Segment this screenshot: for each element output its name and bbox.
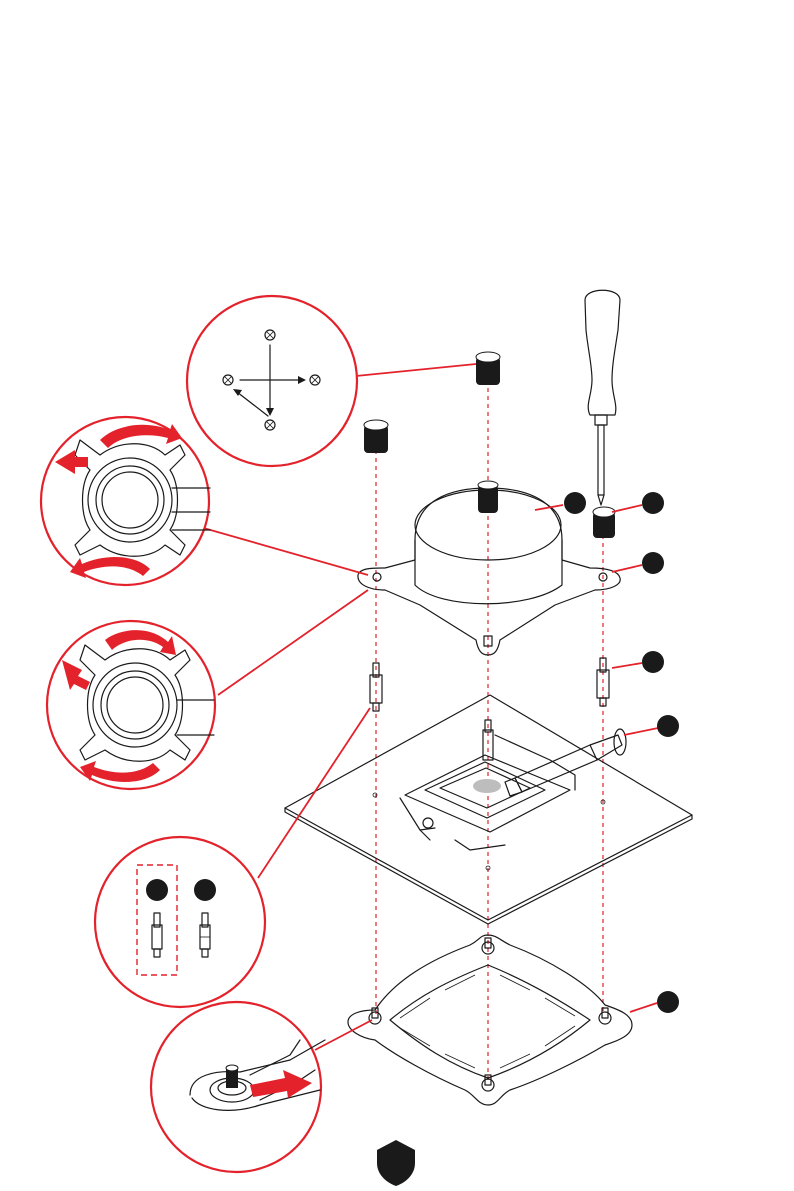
step-marker	[657, 715, 679, 737]
thermal-paste-syringe	[505, 729, 626, 796]
callout-bracket-rotate-right	[47, 621, 215, 789]
callout-backplate-slide	[151, 1002, 325, 1172]
step-marker	[657, 991, 679, 1013]
motherboard	[285, 695, 692, 924]
shield-badge-icon	[377, 1140, 415, 1186]
step-marker	[642, 552, 664, 574]
standoffs	[370, 658, 609, 711]
callout-standoffs	[95, 837, 265, 1007]
step-marker	[642, 492, 664, 514]
step-marker	[564, 492, 586, 514]
callout-bracket-rotate-left	[41, 417, 210, 585]
step-marker	[146, 879, 168, 901]
step-marker	[194, 879, 216, 901]
screwdriver-icon	[585, 290, 620, 505]
backplate	[348, 935, 632, 1105]
step-marker	[642, 651, 664, 673]
callout-screw-order	[187, 296, 357, 466]
